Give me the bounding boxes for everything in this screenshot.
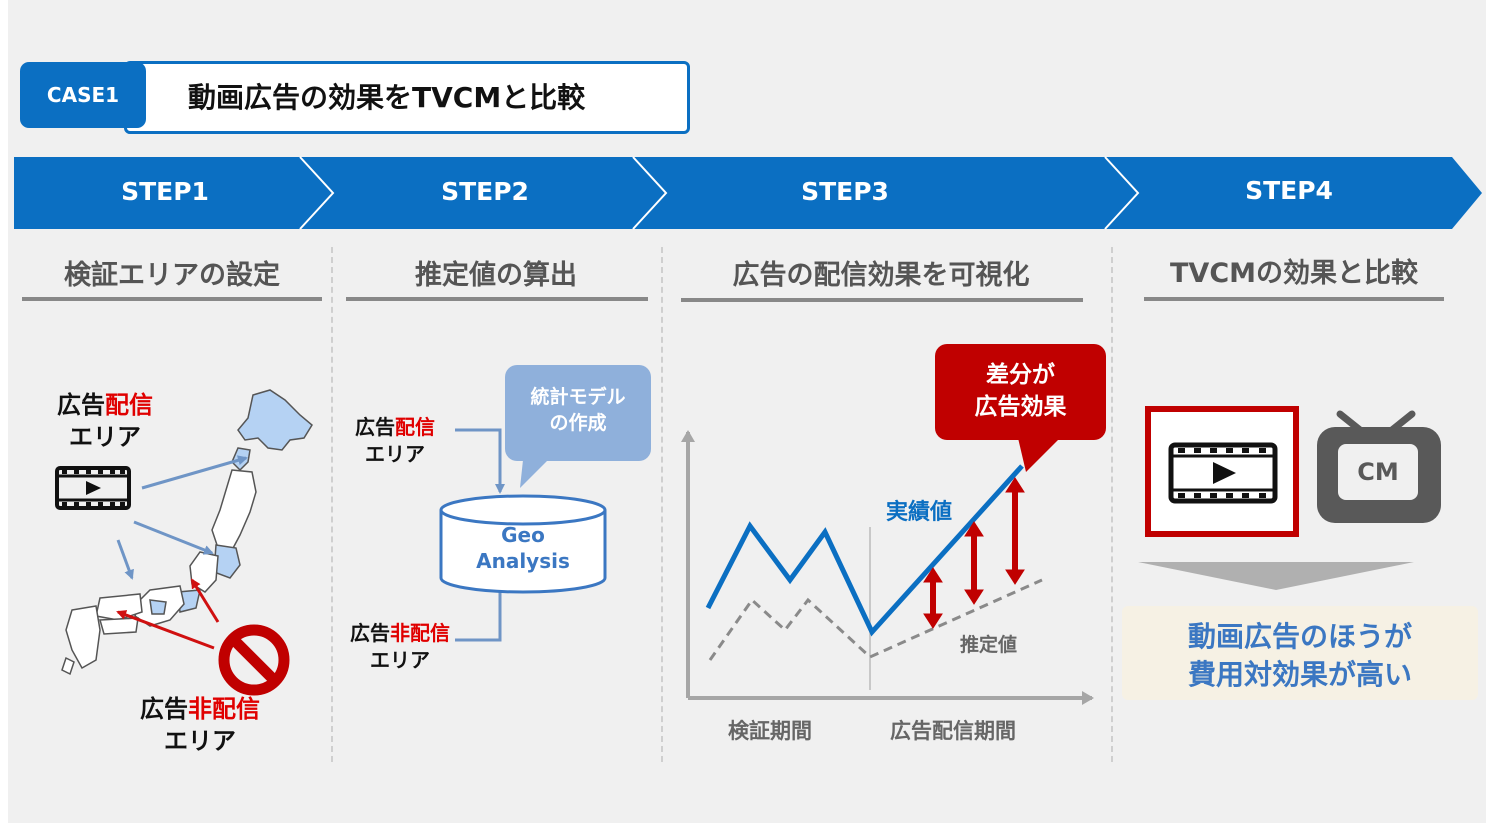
step4-underline [1144,297,1444,301]
step1-nondelivered-label: 広告非配信 エリア [140,695,260,755]
column-divider [661,247,663,762]
conclusion-text: 動画広告のほうが費用対効果が高い [1187,620,1412,691]
step2-connectors [455,428,505,642]
step2-nondelivered-label: 広告非配信 エリア [350,621,450,672]
cm-label: CM [1357,458,1399,486]
actual-line [705,464,1024,637]
step2-delivered-label: 広告配信 エリア [355,415,435,466]
step1-delivered-label: 広告配信 エリア [57,391,153,451]
geo-analysis-cylinder [439,494,607,594]
difference-callout [935,344,1106,472]
step-banner [14,156,1482,230]
actual-value-label: 実績値 [886,500,953,525]
step3-underline [681,298,1083,302]
estimate-value-label: 推定値 [960,634,1018,656]
step1-arrows [116,455,248,650]
step2-heading: 推定値の算出 [415,260,577,291]
model-bubble-text: 統計モデルの作成 [530,386,626,434]
case-tag: CASE1 [20,62,146,128]
video-icon [55,466,131,510]
down-arrow [1138,562,1414,590]
estimate-line [708,578,1043,661]
difference-arrows [923,477,1025,629]
column-divider [1111,247,1113,762]
step2-label: STEP2 [441,177,529,206]
step3-label: STEP3 [801,177,889,206]
difference-callout-text: 差分が広告効果 [974,362,1067,420]
step1-label: STEP1 [121,177,209,206]
step1-heading: 検証エリアの設定 [64,260,280,291]
video-icon [1168,442,1278,504]
delivery-period-label: 広告配信期間 [890,719,1016,743]
step4-label: STEP4 [1245,176,1333,205]
tv-icon [1317,410,1441,523]
verification-period-label: 検証期間 [728,719,812,743]
case-title: 動画広告の効果をTVCMと比較 [188,81,586,114]
case-title-box [124,61,690,134]
step4-heading: TVCMの効果と比較 [1170,258,1418,289]
step2-underline [346,297,648,301]
conclusion-box [1122,606,1478,700]
step3-heading: 広告の配信効果を可視化 [732,260,1030,291]
effect-chart [681,430,1094,705]
prohibited-icon [218,624,290,696]
column-divider [331,247,333,762]
step1-underline [22,297,322,301]
model-bubble [505,365,651,488]
japan-map-icon [61,389,313,676]
